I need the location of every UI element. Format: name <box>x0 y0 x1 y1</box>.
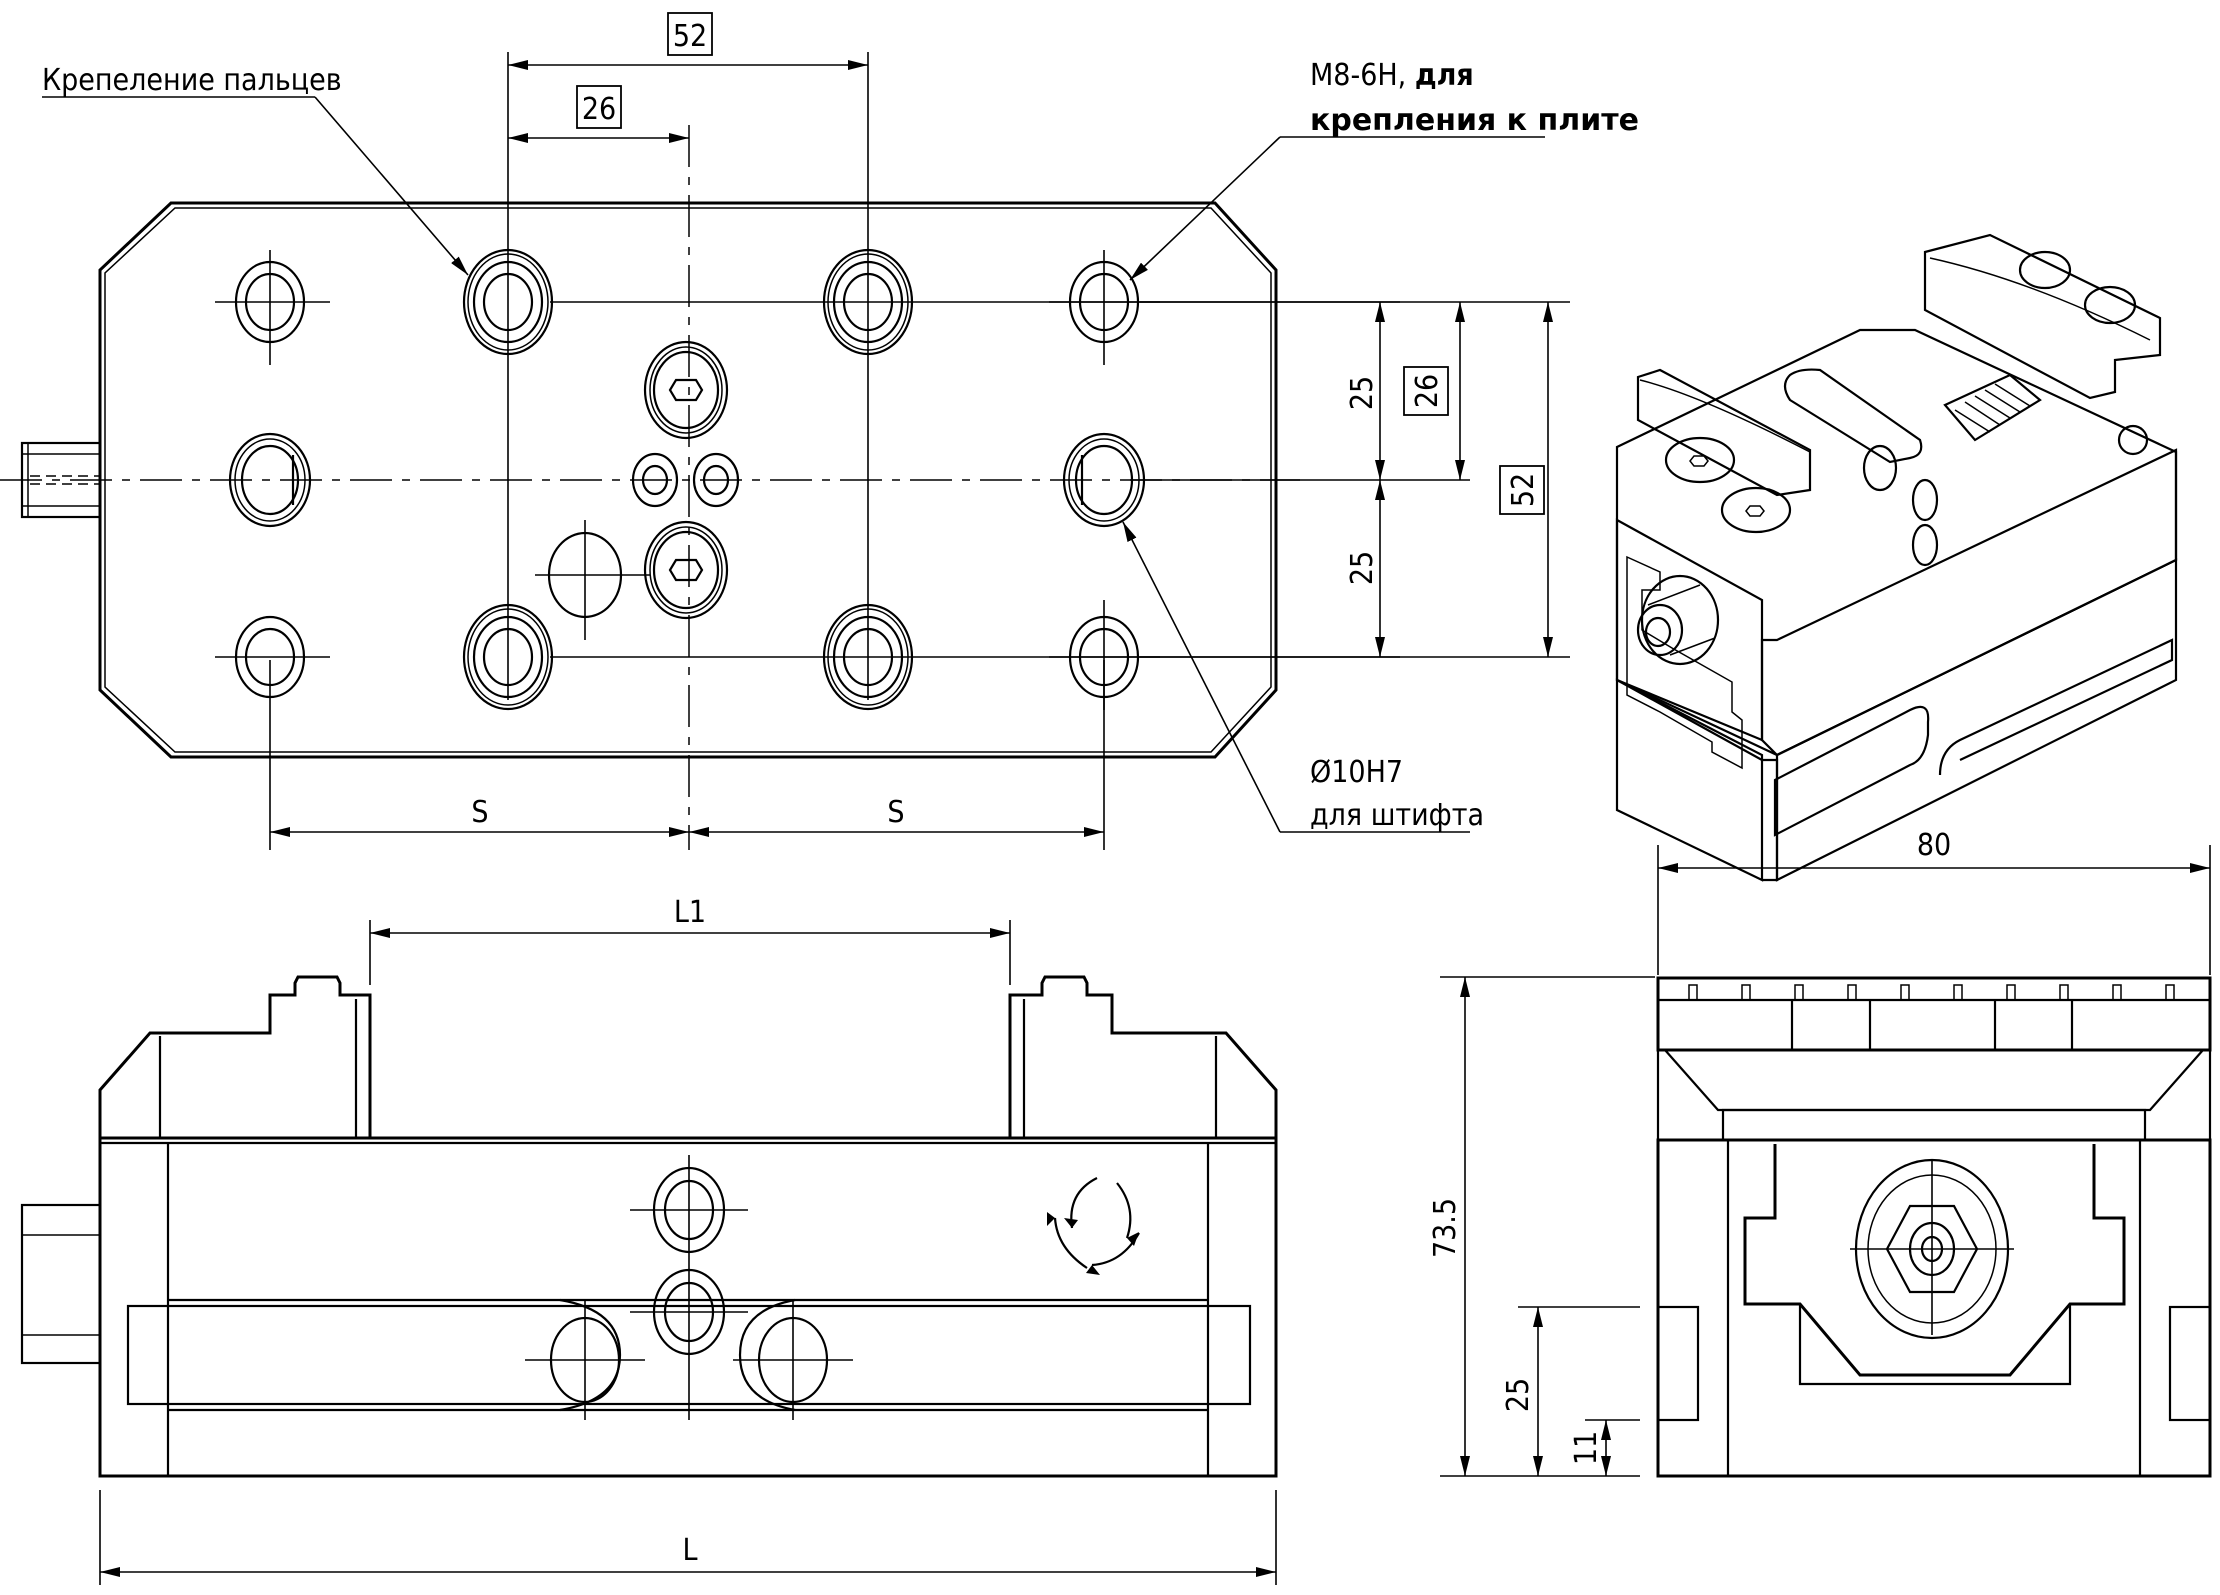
note-text: крепления к плите <box>1310 103 1639 138</box>
top-view: 52 26 25 25 26 52 S <box>0 12 1639 850</box>
dim-label: 25 <box>1345 551 1380 585</box>
front-hole <box>525 1300 645 1420</box>
iso-screw-end <box>1636 574 1720 666</box>
finger-mount-hole <box>822 603 914 711</box>
dim-label: 26 <box>1410 374 1445 408</box>
pin-hole-right <box>1062 432 1146 528</box>
dim-25-slot: 25 <box>1501 1306 1640 1476</box>
dim-26-horizontal: 26 <box>508 85 689 143</box>
dim-label: 80 <box>1917 828 1951 863</box>
front-slot-right <box>738 1298 796 1412</box>
small-hole <box>631 452 679 508</box>
plate-outline <box>98 201 1278 759</box>
note-pin-hole: Ø10Н7 для штифта <box>1122 521 1484 833</box>
m8-hole <box>1049 600 1160 710</box>
iso-hex-screw <box>1664 436 1736 484</box>
hex-socket-screw <box>643 340 729 440</box>
front-top-profile <box>98 975 372 1138</box>
dim-l1: L1 <box>369 895 1011 985</box>
finger-mount-hole <box>462 248 554 356</box>
dim-label: L <box>682 1533 697 1568</box>
dim-52-vertical: 52 <box>1499 302 1553 657</box>
dim-label: L1 <box>674 895 706 930</box>
dim-label: 26 <box>582 92 616 127</box>
front-hole <box>733 1300 853 1420</box>
dim-s-right: S <box>689 795 1104 837</box>
finger-mount-hole <box>822 248 914 356</box>
note-text-bold: для <box>1415 58 1474 93</box>
dim-52-horizontal: 52 <box>508 12 868 70</box>
dim-25-upper: 25 <box>1345 302 1385 480</box>
side-body <box>1656 1138 2212 1478</box>
note-text: Крепеление пальцев <box>42 63 342 98</box>
plain-hole <box>535 520 650 640</box>
dim-l: L <box>99 1490 1277 1585</box>
jaw-serrations <box>1688 984 2175 1001</box>
dim-label: S <box>887 795 904 830</box>
dim-label: 52 <box>1506 473 1541 507</box>
dim-80: 80 <box>1657 828 2211 975</box>
brand-logo-icon <box>1047 1177 1140 1275</box>
dim-label: 11 <box>1569 1431 1604 1465</box>
svg-text:М8-6Н, для: М8-6Н, для <box>1310 58 1474 93</box>
front-hole <box>630 1268 748 1356</box>
dim-26-vertical: 26 <box>1403 302 1465 480</box>
finger-mount-hole <box>462 603 554 711</box>
side-screw-end <box>1850 1158 2014 1340</box>
iso-hex-screw <box>1720 486 1792 534</box>
dim-label: 73.5 <box>1428 1198 1463 1258</box>
note-text: М8-6Н, <box>1310 58 1406 93</box>
isometric-view <box>1615 233 2178 882</box>
side-view: 80 73.5 25 11 <box>1428 828 2212 1478</box>
m8-hole <box>215 615 330 699</box>
pin-hole-left <box>228 432 312 528</box>
note-text: Ø10Н7 <box>1310 755 1403 790</box>
note-m8-thread: М8-6Н, для крепления к плите <box>1129 58 1639 281</box>
dim-11: 11 <box>1569 1419 1640 1476</box>
dim-label: 25 <box>1501 1378 1536 1412</box>
m8-hole <box>1049 250 1160 365</box>
dim-73-5: 73.5 <box>1428 976 1655 1477</box>
iso-logo-icon <box>2117 424 2149 456</box>
dim-25-lower: 25 <box>1345 480 1385 657</box>
dim-s-left: S <box>270 795 689 837</box>
front-hex-stub <box>20 1203 102 1365</box>
hex-socket-screw <box>643 520 729 620</box>
m8-hole <box>215 250 330 365</box>
dim-label: S <box>471 795 488 830</box>
note-finger-mount: Крепеление пальцев <box>42 63 469 276</box>
iso-lead-screw <box>1862 373 2042 492</box>
front-view: L1 L <box>20 895 1278 1585</box>
dim-label: 25 <box>1345 376 1380 410</box>
small-hole <box>692 452 740 508</box>
front-hole <box>630 1155 748 1420</box>
note-text: для штифта <box>1310 798 1484 833</box>
front-slot-left <box>559 1298 622 1412</box>
dim-label: 52 <box>673 19 707 54</box>
